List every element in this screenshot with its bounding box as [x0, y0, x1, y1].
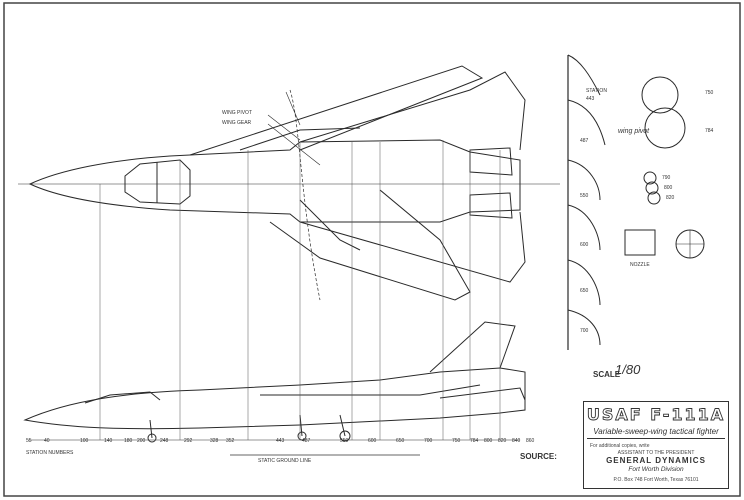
nozzle-label: NOZZLE: [630, 262, 650, 268]
station-number: 600: [368, 438, 377, 444]
station-number: 550: [340, 438, 349, 444]
station-number: 700: [424, 438, 433, 444]
station-number: 180: [124, 438, 133, 444]
station-number: 650: [396, 438, 405, 444]
station-number: 840: [512, 438, 521, 444]
station-number: 100: [80, 438, 89, 444]
nozzle-station-value: 790: [662, 175, 671, 181]
source-label: SOURCE:: [520, 452, 557, 461]
station-value: 750: [705, 90, 714, 96]
plan-view: [18, 65, 560, 301]
station-number: 200: [137, 438, 146, 444]
scale-label: SCALE: [593, 370, 621, 379]
nozzle-station-value: 820: [666, 195, 675, 201]
station-label: STATION: [586, 88, 607, 94]
station-lines: [99, 140, 501, 440]
station-number: 40: [44, 438, 50, 444]
wing-gear-label: WING GEAR: [222, 120, 252, 126]
title-block-divider: [587, 438, 725, 439]
station-value: 784: [705, 128, 714, 134]
station-number: 328: [210, 438, 219, 444]
station-value: 443: [586, 96, 595, 102]
station-number: 352: [226, 438, 235, 444]
station-number: 860: [526, 438, 535, 444]
station-value: 487: [580, 138, 589, 144]
wing-pivot-right-label: wing pivot: [618, 128, 650, 135]
station-number: 487: [302, 438, 311, 444]
station-numbers-label: STATION NUMBERS: [26, 450, 74, 456]
station-value: 600: [580, 242, 589, 248]
cross-sections: [567, 54, 705, 350]
title-block-division: Fort Worth Division: [628, 466, 684, 473]
title-block-assistant: ASSISTANT TO THE PRESIDENT: [617, 450, 695, 456]
station-value: 550: [580, 193, 589, 199]
nozzle-station-value: 800: [664, 185, 673, 191]
station-value: 650: [580, 288, 589, 294]
station-number: 292: [184, 438, 193, 444]
station-number: 443: [276, 438, 285, 444]
title-block-copies-note: For additional copies, write: [590, 443, 650, 449]
station-number: 55: [26, 438, 32, 444]
side-view: [23, 321, 526, 443]
station-number: 820: [498, 438, 507, 444]
station-number: 248: [160, 438, 169, 444]
station-number: 800: [484, 438, 493, 444]
scale-value: 1/80: [615, 362, 641, 377]
sheet-border: [3, 2, 741, 497]
station-number: 784: [470, 438, 479, 444]
static-ground-line-label: STATIC GROUND LINE: [258, 458, 312, 464]
title-block-company: GENERAL DYNAMICS: [606, 456, 706, 465]
wing-pivot-label: WING PIVOT: [222, 110, 252, 116]
title-block-address: P.O. Box 748 Fort Worth, Texas 76101: [613, 477, 699, 483]
station-number: 750: [452, 438, 461, 444]
title-block: USAF F-111A Variable-sweep-wing tactical…: [583, 401, 729, 489]
station-value: 700: [580, 328, 589, 334]
title-block-title: USAF F-111A: [586, 405, 726, 425]
station-number: 140: [104, 438, 113, 444]
title-block-subtitle: Variable-sweep-wing tactical fighter: [593, 427, 719, 436]
